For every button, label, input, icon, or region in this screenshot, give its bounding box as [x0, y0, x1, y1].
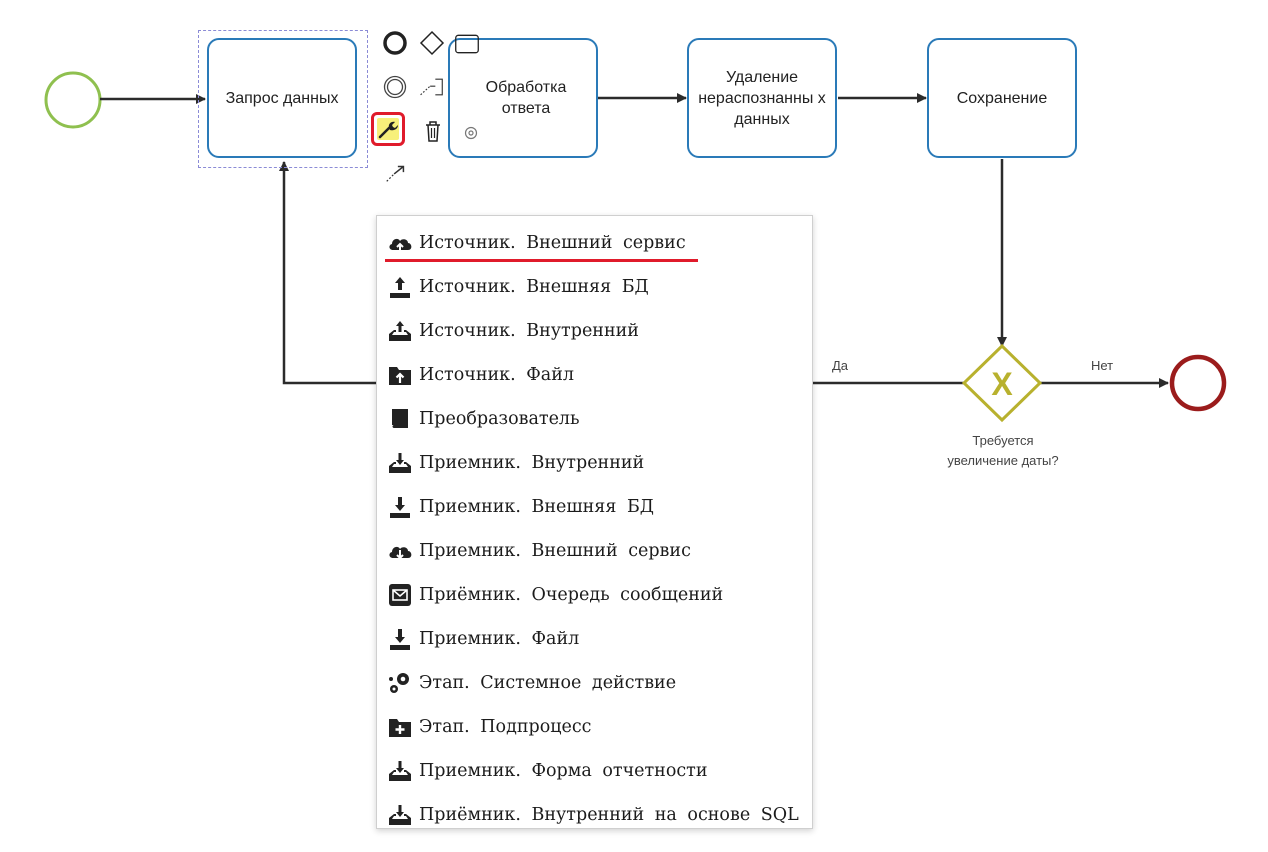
menu-item-label: Приемник. Файл — [419, 629, 580, 649]
highlight-underline — [385, 259, 698, 262]
download-tray-icon — [386, 493, 414, 521]
context-pad — [380, 28, 490, 198]
download-tray-icon — [386, 625, 414, 653]
menu-item-label: Источник. Файл — [419, 365, 574, 385]
menu-item-label: Источник. Внешний сервис — [419, 233, 686, 253]
intermediate-event-icon[interactable] — [382, 74, 408, 100]
upload-inbox-icon — [386, 317, 414, 345]
exclusive-gateway[interactable]: X — [961, 343, 1043, 423]
download-inbox-icon — [386, 757, 414, 785]
menu-item[interactable]: Преобразователь — [386, 403, 806, 435]
menu-item-label: Приемник. Внутренний — [419, 453, 645, 473]
task-icon[interactable] — [454, 31, 480, 57]
menu-item[interactable]: Источник. Файл — [386, 359, 806, 391]
menu-item-label: Приемник. Внешний сервис — [419, 541, 691, 561]
menu-item[interactable]: Этап. Системное действие — [386, 667, 806, 699]
menu-item[interactable]: Приемник. Форма отчетности — [386, 755, 806, 787]
edge-label-yes: Да — [832, 358, 849, 373]
menu-item-label: Приемник. Внешняя БД — [419, 497, 655, 517]
task-save[interactable]: Сохранение — [927, 38, 1077, 158]
book-icon — [386, 405, 414, 433]
menu-item[interactable]: Источник. Внешняя БД — [386, 271, 806, 303]
end-event-icon[interactable] — [382, 30, 408, 56]
connector-icon[interactable] — [418, 74, 444, 100]
wrench-button[interactable] — [371, 112, 405, 146]
menu-item[interactable]: Этап. Подпроцесс — [386, 711, 806, 743]
menu-item-label: Приёмник. Очередь сообщений — [419, 585, 724, 605]
trash-icon[interactable] — [420, 118, 446, 144]
menu-item-label: Источник. Внутренний — [419, 321, 639, 341]
gateway-label: Требуется увеличение даты? — [947, 433, 1059, 468]
selection-frame — [198, 30, 368, 168]
menu-item-label: Приемник. Форма отчетности — [419, 761, 708, 781]
menu-item-label: Источник. Внешняя БД — [419, 277, 649, 297]
menu-item-label: Этап. Системное действие — [419, 673, 677, 693]
menu-item[interactable]: Приемник. Внешняя БД — [386, 491, 806, 523]
folder-plus-icon — [386, 713, 414, 741]
upload-tray-icon — [386, 273, 414, 301]
end-event[interactable] — [1169, 354, 1227, 412]
task-remove-unrecognized[interactable]: Удаление нераспознанны х данных — [687, 38, 837, 158]
gateway-marker: X — [991, 366, 1013, 402]
folder-upload-icon — [386, 361, 414, 389]
gateway-icon[interactable] — [419, 30, 445, 56]
menu-item[interactable]: Приемник. Внешний сервис — [386, 535, 806, 567]
task-label: Обработка ответа — [485, 79, 567, 117]
menu-item[interactable]: Приемник. Файл — [386, 623, 806, 655]
edge-label-no: Нет — [1091, 358, 1114, 373]
menu-item[interactable]: Приёмник. Очередь сообщений — [386, 579, 806, 611]
task-label: Удаление нераспознанны х данных — [698, 68, 826, 128]
menu-item-label: Преобразователь — [419, 409, 580, 429]
menu-item-label: Приёмник. Внутренний на основе SQL — [419, 805, 799, 825]
task-label: Сохранение — [956, 89, 1048, 107]
task-process-response[interactable]: Обработка ответа — [448, 38, 598, 158]
task-label: Запрос данных — [225, 89, 339, 107]
task-request-data[interactable]: Запрос данных — [207, 38, 357, 158]
wrench-icon — [378, 121, 398, 139]
arrow-connect-icon[interactable] — [383, 160, 409, 186]
download-inbox-icon — [386, 801, 414, 829]
menu-item[interactable]: Источник. Внутренний — [386, 315, 806, 347]
download-inbox-icon — [386, 449, 414, 477]
menu-item[interactable]: Приёмник. Внутренний на основе SQL — [386, 799, 806, 831]
menu-item-label: Этап. Подпроцесс — [419, 717, 592, 737]
envelope-icon — [386, 581, 414, 609]
cloud-upload-icon — [386, 229, 414, 257]
gears-icon — [386, 669, 414, 697]
menu-item[interactable]: Источник. Внешний сервис — [386, 227, 806, 259]
cloud-download-icon — [386, 537, 414, 565]
start-event[interactable] — [44, 71, 102, 129]
gear-marker-icon — [464, 126, 478, 140]
menu-item[interactable]: Приемник. Внутренний — [386, 447, 806, 479]
